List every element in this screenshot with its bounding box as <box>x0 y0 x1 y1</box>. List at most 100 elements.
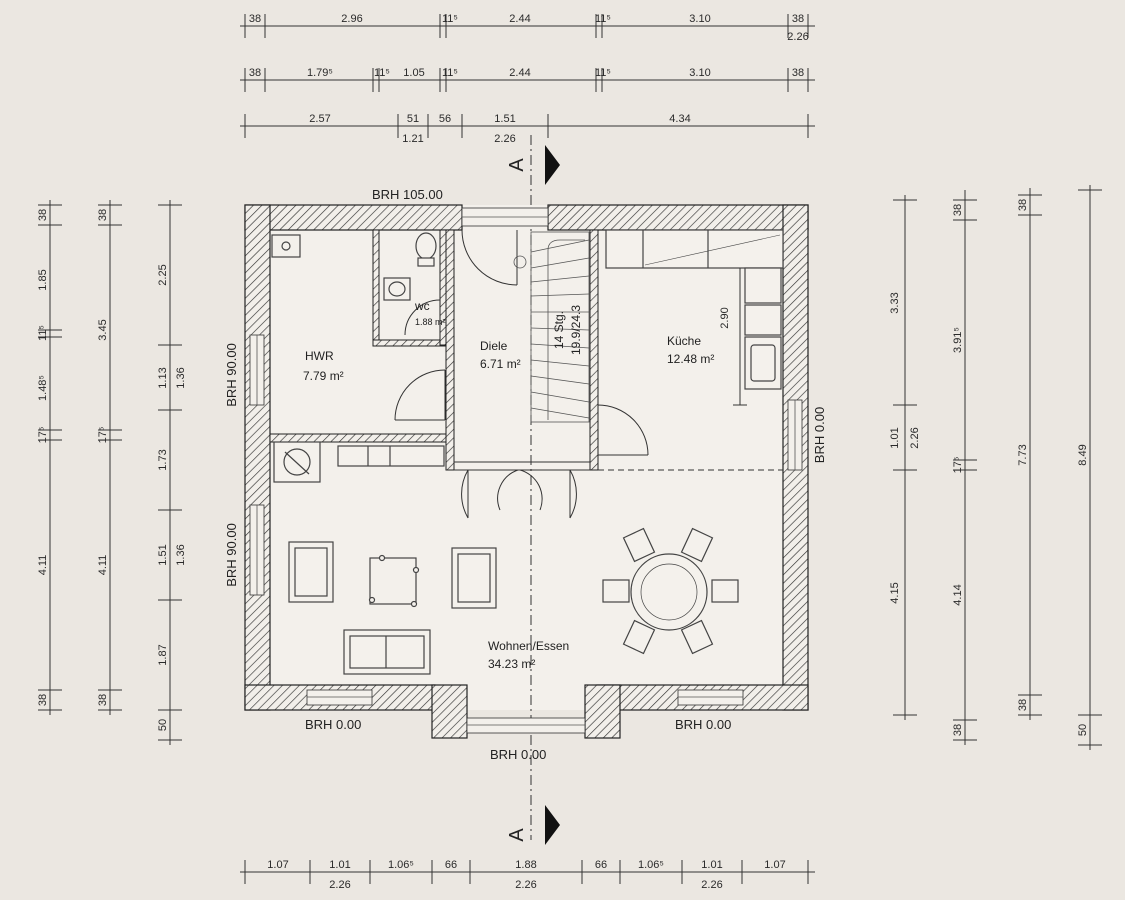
interior-walls <box>269 229 599 471</box>
dim-label: 1.07 <box>267 859 288 871</box>
dim-label: 2.44 <box>509 13 530 25</box>
dim-label: 17⁵ <box>97 427 109 444</box>
dim-label: 1.01 <box>701 859 722 871</box>
stair-steps-label: 14 Stg. <box>552 311 566 349</box>
dim-label: 3.45 <box>97 319 109 340</box>
dim-label: 11⁵ <box>595 13 611 25</box>
dim-label: 38 <box>249 13 261 25</box>
dim-label: 2.44 <box>509 67 530 79</box>
room-area-diele: 6.71 m² <box>480 357 521 371</box>
brh-left-upper-label: BRH 90.00 <box>224 343 239 407</box>
dim-label: 3.91⁵ <box>952 327 964 353</box>
window-lines <box>256 216 796 726</box>
dim-label: 1.01 <box>329 859 350 871</box>
washing-machine-icon <box>273 441 321 483</box>
brh-bottom-center-label: BRH 0.00 <box>490 747 546 762</box>
dim-label: 3.33 <box>889 292 901 313</box>
dim-label: 1.79⁵ <box>307 67 333 79</box>
dim-label: 4.11 <box>97 555 109 576</box>
dim-label: 1.06⁵ <box>638 859 664 871</box>
brh-bottom-right-label: BRH 0.00 <box>675 717 731 732</box>
dimension-left-col-1: 38 1.85 11⁵ 1.48⁵ 17⁵ 4.11 38 <box>37 200 62 715</box>
dim-label: 38 <box>97 694 109 706</box>
dim-label: 4.11 <box>37 555 49 576</box>
dimension-top-row-1: 38 2.96 11⁵ 2.44 11⁵ 3.10 38 2.26 <box>240 13 815 43</box>
dim-label: 50 <box>1077 724 1089 736</box>
dim-label: 38 <box>1017 699 1029 711</box>
dim-label: 2.90 <box>719 307 731 328</box>
dim-label: 1.51 <box>494 113 515 125</box>
dim-label: 1.06⁵ <box>388 859 414 871</box>
room-name-wc: wc <box>414 299 430 313</box>
dim-label: 2.26 <box>701 879 722 891</box>
dining-table-icon <box>602 527 739 655</box>
dim-label: 2.57 <box>309 113 330 125</box>
dimension-right-col-2: 38 3.91⁵ 17⁵ 4.14 38 <box>952 190 977 745</box>
dimension-left-col-3: 2.25 1.13 1.73 1.51 1.87 50 1.36 1.36 <box>157 200 187 745</box>
dim-label: 2.25 <box>157 264 169 285</box>
dim-label: 7.73 <box>1017 444 1029 465</box>
dim-label: 1.87 <box>157 644 169 665</box>
dim-label: 38 <box>37 209 49 221</box>
dim-label: 1.13 <box>157 367 169 388</box>
room-name-hwr: HWR <box>305 349 334 363</box>
room-area-wohnen: 34.23 m² <box>488 657 535 671</box>
dim-label: 11⁵ <box>442 13 458 25</box>
dim-label: 11⁵ <box>37 325 49 341</box>
dim-label: 1.21 <box>402 133 423 145</box>
room-name-wohnen: Wohnen/Essen <box>488 639 569 653</box>
dim-label: 4.14 <box>952 584 964 605</box>
brh-left-lower-label: BRH 90.00 <box>224 523 239 587</box>
room-name-diele: Diele <box>480 339 508 353</box>
armchair-icon <box>288 541 334 603</box>
floor-area <box>245 205 805 710</box>
dim-label: 38 <box>792 13 804 25</box>
dim-label: 11⁵ <box>595 67 611 79</box>
dim-label: 1.36 <box>175 367 187 388</box>
dim-label: 2.26 <box>329 879 350 891</box>
sink-icon <box>271 234 301 258</box>
doors <box>394 229 649 519</box>
section-label: A <box>506 158 528 172</box>
coffee-table-icon <box>368 554 420 608</box>
dim-label: 38 <box>1017 199 1029 211</box>
dim-label: 1.07 <box>764 859 785 871</box>
dim-label: 56 <box>439 113 451 125</box>
dim-label: 1.05 <box>403 67 424 79</box>
room-dividers <box>454 461 783 471</box>
dim-label: 11⁵ <box>442 67 458 79</box>
dimension-right-col-1: 3.33 1.01 4.15 2.26 <box>889 195 921 720</box>
exterior-walls <box>244 204 809 739</box>
dim-label: 38 <box>97 209 109 221</box>
dim-label: 2.26 <box>494 133 515 145</box>
stairs <box>513 231 590 423</box>
armchair-icon <box>451 547 497 609</box>
room-name-kueche: Küche <box>667 334 701 348</box>
section-line: A A <box>506 135 560 845</box>
dim-label: 3.10 <box>689 13 710 25</box>
dim-label: 11⁵ <box>374 67 390 79</box>
room-area-hwr: 7.79 m² <box>303 369 344 383</box>
dim-label: 17⁵ <box>37 427 49 444</box>
dim-label: 1.73 <box>157 449 169 470</box>
dim-label: 2.26 <box>909 427 921 448</box>
utility-counter <box>337 445 445 467</box>
sofa-icon <box>343 629 431 675</box>
brh-top-label: BRH 105.00 <box>372 187 443 202</box>
dim-label: 1.88 <box>515 859 536 871</box>
dimension-right-col-3: 38 7.73 38 <box>1017 188 1042 720</box>
dim-label: 38 <box>249 67 261 79</box>
dim-label: 1.85 <box>37 269 49 290</box>
dim-label: 66 <box>445 859 457 871</box>
dim-label: 8.49 <box>1077 444 1089 465</box>
dim-label: 50 <box>157 719 169 731</box>
section-arrow-icon <box>545 805 560 845</box>
wc-sink-icon <box>383 277 411 301</box>
dim-label: 1.48⁵ <box>37 375 49 401</box>
dim-label: 1.51 <box>157 544 169 565</box>
dim-label: 3.10 <box>689 67 710 79</box>
dim-label: 4.34 <box>669 113 690 125</box>
brh-bottom-left-label: BRH 0.00 <box>305 717 361 732</box>
dim-label: 51 <box>407 113 419 125</box>
